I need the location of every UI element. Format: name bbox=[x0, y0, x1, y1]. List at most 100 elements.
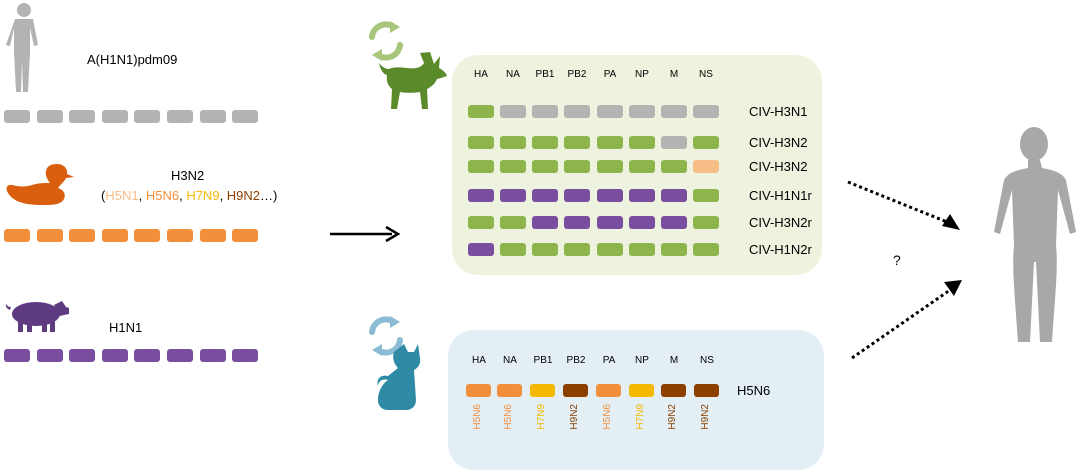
canine-row-segment bbox=[661, 243, 687, 256]
canine-row-segment bbox=[564, 216, 590, 229]
canine-row-segment bbox=[629, 136, 655, 149]
canine-row-segment bbox=[468, 189, 494, 202]
canine-row-segment bbox=[661, 136, 687, 149]
canine-row-segment bbox=[500, 105, 526, 118]
feline-origin-label: H9N2 bbox=[569, 404, 580, 430]
pig-icon bbox=[5, 301, 69, 332]
human-segment bbox=[101, 110, 128, 123]
feline-header-pb2: PB2 bbox=[566, 355, 586, 366]
human-segment bbox=[36, 110, 63, 123]
canine-row-label: CIV-H3N1 bbox=[749, 104, 808, 119]
canine-row-segment bbox=[597, 243, 623, 256]
human-large-icon bbox=[994, 127, 1076, 342]
feline-header-ha: HA bbox=[472, 355, 486, 366]
feline-segment bbox=[661, 384, 686, 397]
human-strain-label: A(H1N1)pdm09 bbox=[87, 52, 178, 67]
recycle-blue-icon bbox=[369, 316, 403, 356]
canine-row-segment bbox=[597, 136, 623, 149]
avian-segment bbox=[199, 229, 226, 242]
canine-row-segment bbox=[629, 189, 655, 202]
canine-row-segment bbox=[468, 160, 494, 173]
canine-row-segment bbox=[693, 189, 719, 202]
canine-row-segment bbox=[564, 105, 590, 118]
canine-row-segment bbox=[597, 216, 623, 229]
canine-header-m: M bbox=[669, 69, 679, 80]
avian-subtype-list: (H5N1, H5N6, H7N9, H9N2…) bbox=[101, 188, 277, 203]
feline-header-m: M bbox=[669, 355, 679, 366]
swine-segment bbox=[134, 349, 161, 362]
canine-header-pb1: PB1 bbox=[535, 69, 555, 80]
dotted-arrow-lower bbox=[851, 280, 962, 360]
feline-header-pa: PA bbox=[602, 355, 616, 366]
canine-row-segment bbox=[564, 189, 590, 202]
human-segment bbox=[134, 110, 161, 123]
canine-row-segment bbox=[500, 243, 526, 256]
canine-row-segment bbox=[532, 160, 558, 173]
recycle-green-icon bbox=[369, 21, 403, 61]
feline-panel bbox=[448, 330, 824, 470]
canine-header-np: NP bbox=[635, 69, 649, 80]
canine-row-segment bbox=[564, 243, 590, 256]
canine-row-segment bbox=[500, 216, 526, 229]
avian-strain-label: H3N2 bbox=[171, 168, 205, 183]
feline-origin-label: H5N6 bbox=[472, 404, 483, 430]
canine-header-pb2: PB2 bbox=[567, 69, 587, 80]
avian-subtype-part: …) bbox=[260, 188, 278, 203]
canine-row-segment bbox=[564, 136, 590, 149]
dotted-arrow-upper bbox=[847, 180, 960, 230]
feline-segment bbox=[497, 384, 522, 397]
canine-row-segment bbox=[500, 136, 526, 149]
canine-row-segment bbox=[661, 160, 687, 173]
canine-row-label: CIV-H1N2r bbox=[749, 242, 812, 257]
avian-subtype-part: H9N2 bbox=[226, 188, 261, 203]
canine-row-segment bbox=[468, 105, 494, 118]
swine-segment bbox=[101, 349, 128, 362]
avian-segment bbox=[69, 229, 96, 242]
canine-row-segment bbox=[629, 216, 655, 229]
feline-header-na: NA bbox=[503, 355, 517, 366]
canine-row-segment bbox=[468, 243, 494, 256]
swine-strain-label: H1N1 bbox=[109, 320, 143, 335]
canine-row-segment bbox=[500, 160, 526, 173]
human-segment bbox=[167, 110, 193, 123]
canine-header-pa: PA bbox=[603, 69, 617, 80]
canine-row-segment bbox=[629, 105, 655, 118]
human-segment bbox=[199, 110, 226, 123]
canine-row-segment bbox=[500, 189, 526, 202]
canine-row-label: CIV-H1N1r bbox=[749, 188, 812, 203]
canine-header-na: NA bbox=[506, 69, 520, 80]
canine-header-ha: HA bbox=[474, 69, 488, 80]
swine-segment bbox=[69, 349, 96, 362]
feline-origin-label: H5N6 bbox=[602, 404, 613, 430]
canine-row-label: CIV-H3N2 bbox=[749, 135, 808, 150]
canine-row-segment bbox=[661, 189, 687, 202]
feline-origin-label: H7N9 bbox=[536, 404, 547, 430]
avian-segment bbox=[4, 229, 30, 242]
feline-row-label: H5N6 bbox=[737, 383, 771, 398]
human-segment bbox=[232, 110, 259, 123]
swine-segment bbox=[4, 349, 30, 362]
canine-row-segment bbox=[693, 136, 719, 149]
canine-row-segment bbox=[532, 136, 558, 149]
feline-segment bbox=[563, 384, 588, 397]
canine-row-segment bbox=[693, 216, 719, 229]
avian-subtype-part: H5N1 bbox=[105, 188, 139, 203]
canine-row-segment bbox=[597, 189, 623, 202]
swine-segment bbox=[36, 349, 63, 362]
canine-row-segment bbox=[532, 216, 558, 229]
avian-subtype-open: ( bbox=[101, 188, 106, 203]
canine-row-label: CIV-H3N2 bbox=[749, 159, 808, 174]
feline-origin-label: H7N9 bbox=[635, 404, 646, 430]
avian-segment bbox=[36, 229, 63, 242]
feline-header-pb1: PB1 bbox=[533, 355, 553, 366]
avian-segment bbox=[101, 229, 128, 242]
human-segment bbox=[4, 110, 30, 123]
canine-row-segment bbox=[597, 105, 623, 118]
canine-row-segment bbox=[693, 243, 719, 256]
avian-segment bbox=[167, 229, 193, 242]
canine-row-segment bbox=[468, 136, 494, 149]
canine-row-label: CIV-H3N2r bbox=[749, 215, 812, 230]
question-mark: ? bbox=[893, 252, 901, 268]
feline-segment bbox=[596, 384, 621, 397]
avian-segment bbox=[232, 229, 259, 242]
